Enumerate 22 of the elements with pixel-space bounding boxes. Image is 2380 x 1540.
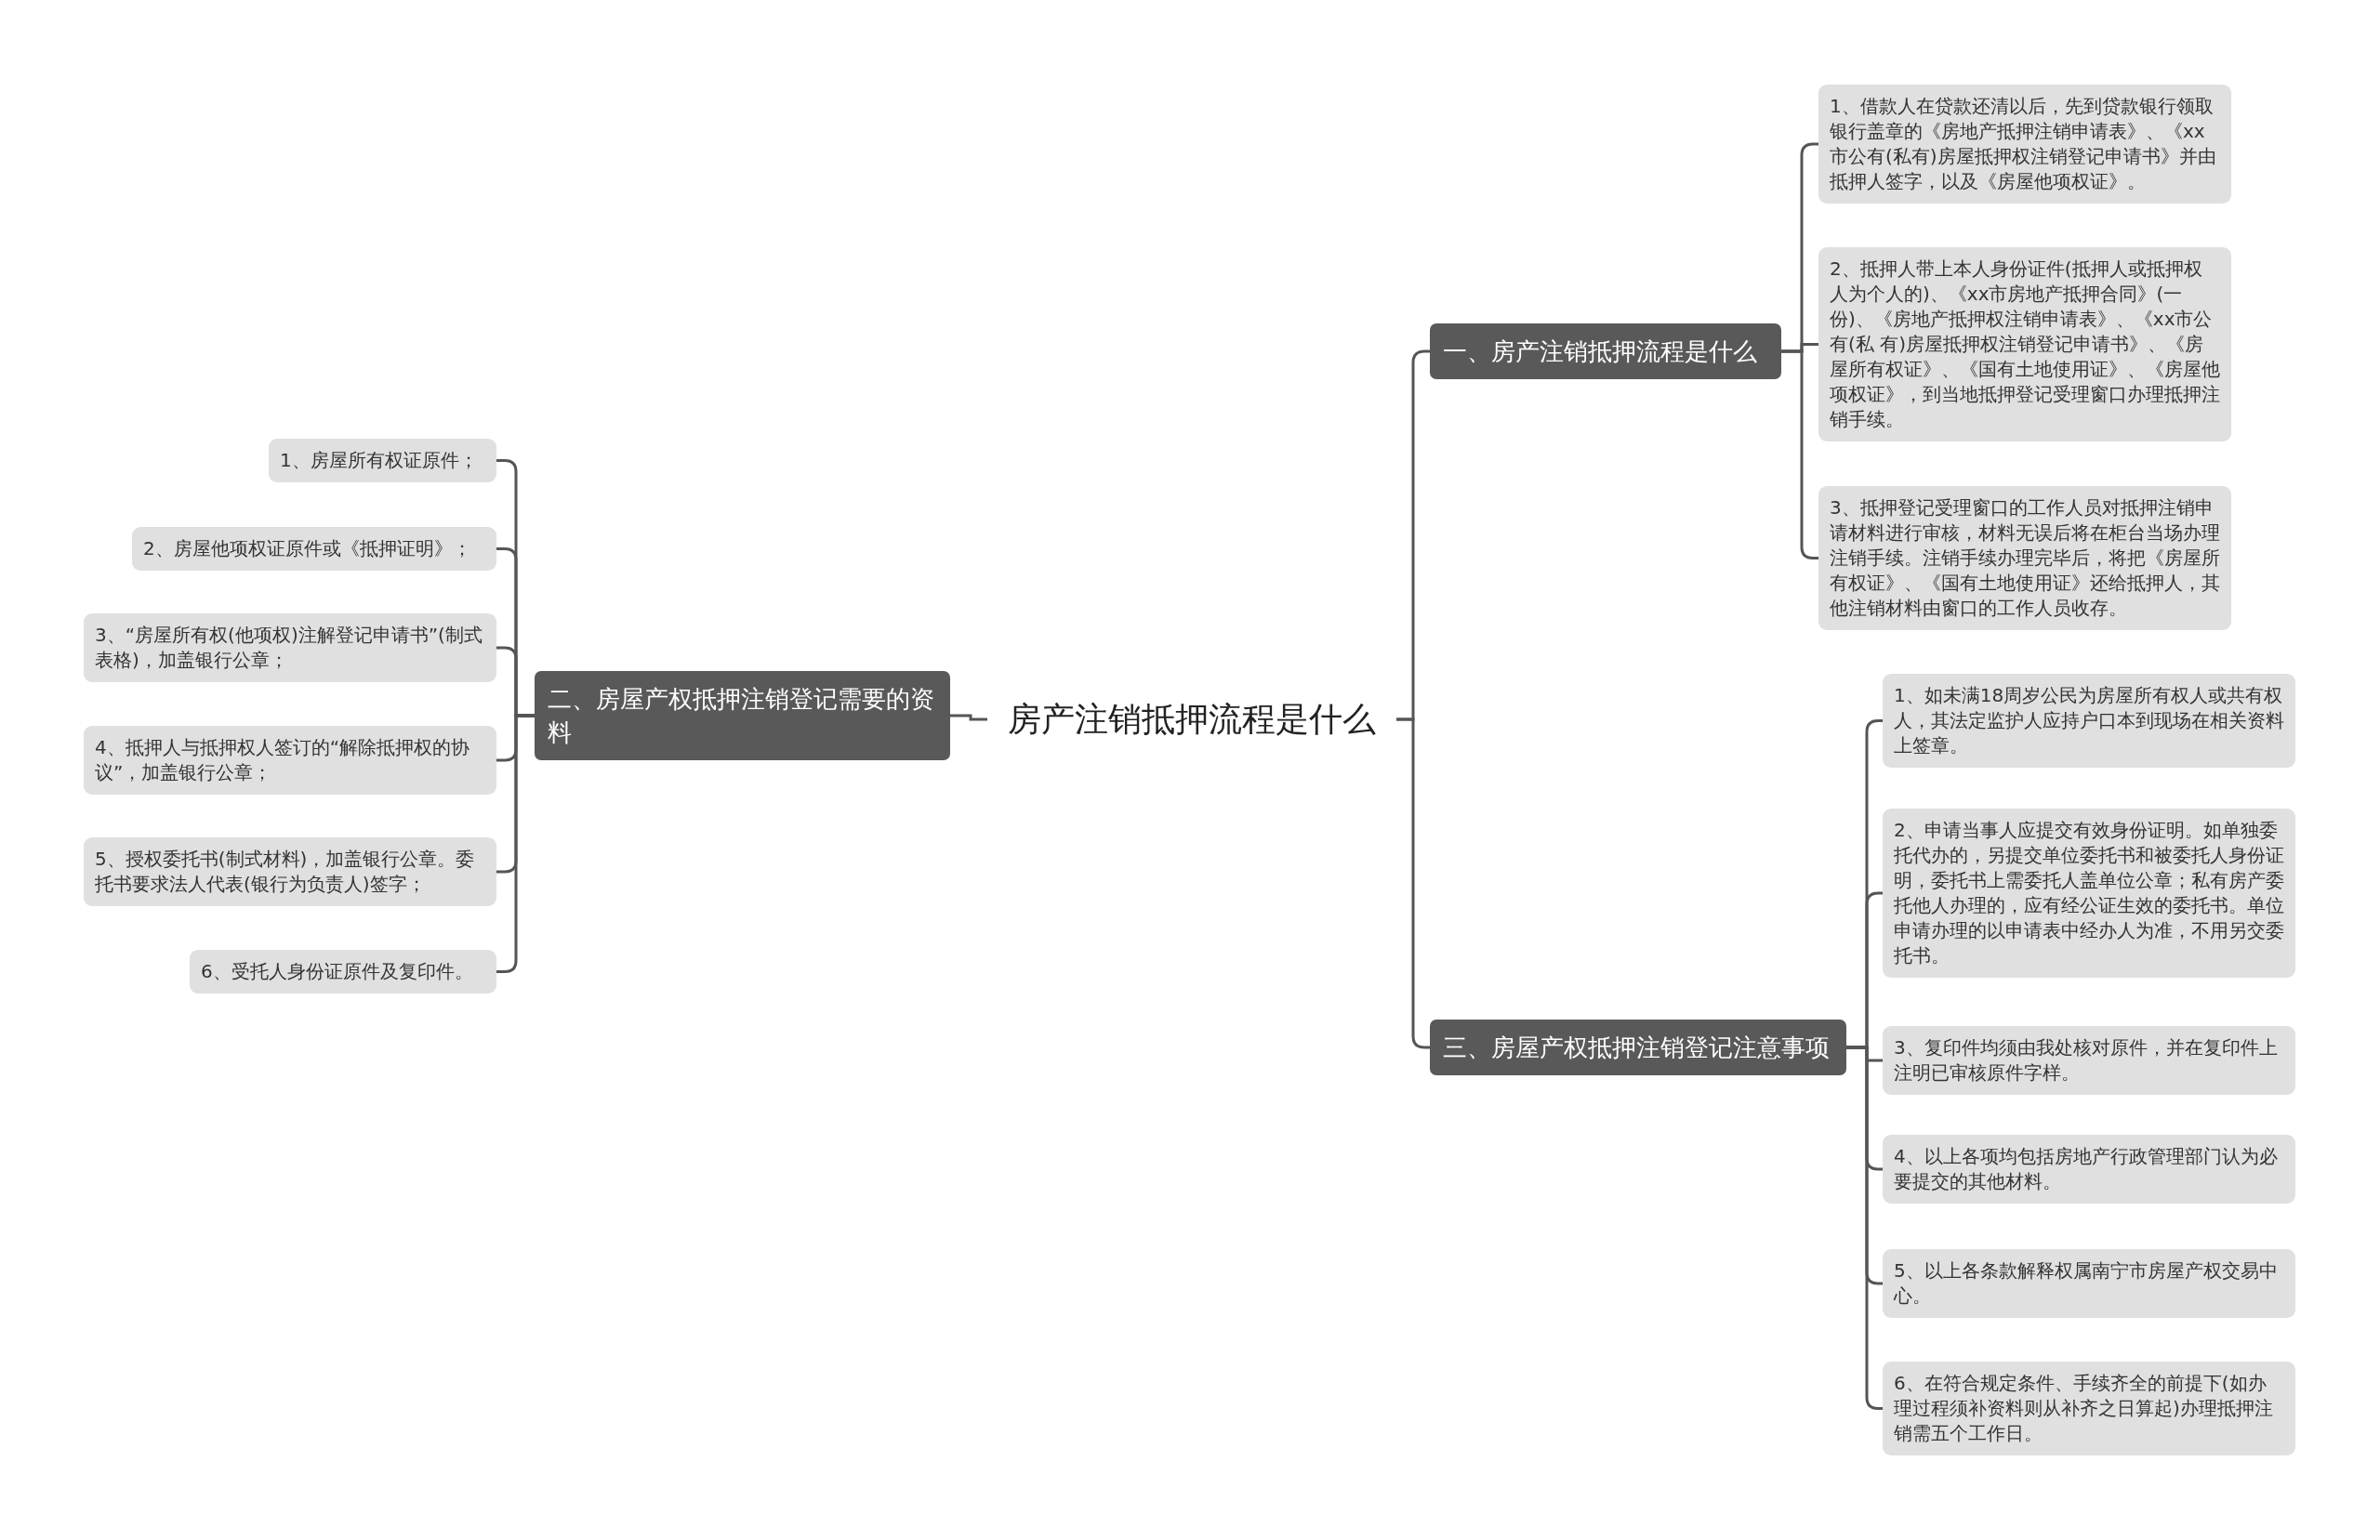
topic-box: 三、房屋产权抵押注销登记注意事项 bbox=[1430, 1020, 1846, 1075]
note-box: 5、以上各条款解释权属南宁市房屋产权交易中心。 bbox=[1883, 1249, 2295, 1318]
note-box: 2、申请当事人应提交有效身份证明。如单独委托代办的，另提交单位委托书和被委托人身份证明，委托书上需委托人盖单位公章；私有房产委托他人办理的，应有经公证生效的委托书。单位申请办理的以申请表中经办人为准，不用另交委托书。 bbox=[1883, 809, 2295, 978]
note-box: 2、抵押人带上本人身份证件(抵押人或抵押权人为个人的)、《xx市房地产抵押合同》(一份)、《房地产抵押权注销申请表》、《xx市公有(私 有)房屋抵押权注销登记申请书》、《房屋所有权证》、《国有土地使用证》、《房屋他项权证》，到当地抵押登记受理窗口办理抵押注销手续。 bbox=[1818, 247, 2231, 441]
connector-line bbox=[950, 714, 987, 721]
note-box: 1、借款人在贷款还清以后，先到贷款银行领取银行盖章的《房地产抵押注销申请表》、《xx市公有(私有)房屋抵押权注销登记申请书》并由抵押人签字，以及《房屋他项权证》。 bbox=[1818, 85, 2231, 204]
connector-line bbox=[1396, 717, 1430, 1049]
topic-box: 一、房产注销抵押流程是什么 bbox=[1430, 323, 1781, 379]
connector-line bbox=[496, 714, 535, 973]
note-box: 4、抵押人与抵押权人签订的“解除抵押权的协议”，加盖银行公章； bbox=[84, 726, 496, 795]
note-box: 3、抵押登记受理窗口的工作人员对抵押注销申请材料进行审核，材料无误后将在柜台当场办理注销手续。注销手续办理完毕后，将把《房屋所有权证》、《国有土地使用证》还给抵押人，其他注销材料由窗口的工作人员收存。 bbox=[1818, 486, 2231, 630]
note-box: 1、如未满18周岁公民为房屋所有权人或共有权人，其法定监护人应持户口本到现场在相关资料上签章。 bbox=[1883, 674, 2295, 768]
note-box: 6、在符合规定条件、手续齐全的前提下(如办理过程须补资料则从补齐之日算起)办理抵押注销需五个工作日。 bbox=[1883, 1362, 2295, 1455]
note-box: 2、房屋他项权证原件或《抵押证明》； bbox=[132, 527, 496, 571]
note-box: 4、以上各项均包括房地产行政管理部门认为必要提交的其他材料。 bbox=[1883, 1135, 2295, 1204]
central-topic: 房产注销抵押流程是什么 bbox=[987, 691, 1396, 747]
topic-box: 二、房屋产权抵押注销登记需要的资料 bbox=[535, 671, 950, 760]
note-box: 3、“房屋所有权(他项权)注解登记申请书”(制式表格)，加盖银行公章； bbox=[84, 613, 496, 682]
note-box: 3、复印件均须由我处核对原件，并在复印件上注明已审核原件字样。 bbox=[1883, 1026, 2295, 1095]
note-box: 5、授权委托书(制式材料)，加盖银行公章。委托书要求法人代表(银行为负责人)签字； bbox=[84, 837, 496, 906]
note-box: 1、房屋所有权证原件； bbox=[269, 439, 496, 482]
note-box: 6、受托人身份证原件及复印件。 bbox=[190, 950, 496, 994]
